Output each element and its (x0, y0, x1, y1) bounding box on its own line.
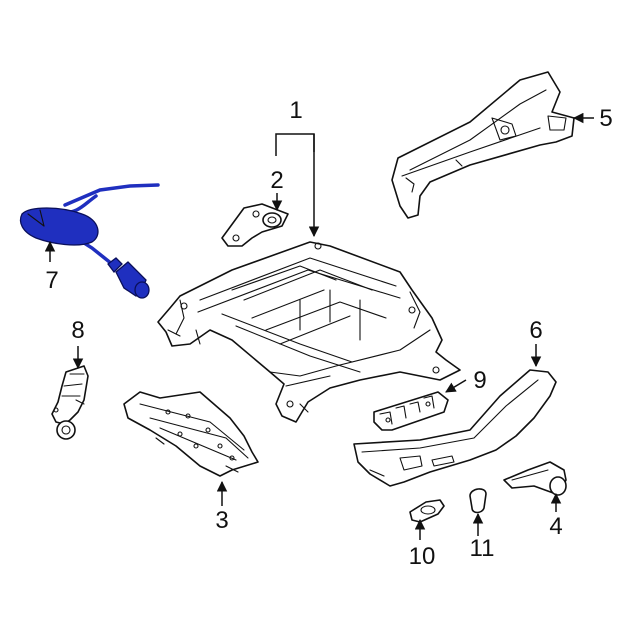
part-7-sensor-highlight[interactable] (19, 183, 160, 299)
callout-5[interactable]: 5 (599, 105, 612, 132)
part-2-bracket[interactable] (221, 203, 289, 247)
part-10-bezel[interactable] (409, 499, 445, 523)
callout-2[interactable]: 2 (270, 167, 283, 194)
part-11-knob[interactable] (469, 488, 487, 514)
part-4-handle[interactable] (503, 461, 567, 496)
callout-1[interactable]: 1 (289, 97, 302, 124)
callout-9[interactable]: 9 (473, 367, 486, 394)
leader-9 (445, 379, 467, 393)
leader-1-bracket (275, 133, 315, 152)
part-9-switch-module[interactable] (373, 391, 449, 431)
part-8-motor[interactable] (51, 365, 89, 440)
part-1-seat-frame[interactable] (157, 241, 461, 423)
callout-4[interactable]: 4 (549, 513, 562, 540)
callout-10[interactable]: 10 (409, 543, 436, 570)
callout-3[interactable]: 3 (215, 507, 228, 534)
part-3-shield[interactable] (123, 391, 259, 477)
callout-labels: 1 2 3 4 5 6 7 8 9 10 11 (45, 97, 612, 570)
callout-6[interactable]: 6 (529, 317, 542, 344)
part-6-side-shield[interactable] (353, 369, 557, 487)
part-5-side-trim[interactable] (391, 71, 575, 219)
leader-lines (44, 112, 594, 540)
callout-11[interactable]: 11 (470, 535, 495, 562)
callout-7[interactable]: 7 (45, 267, 58, 294)
callout-8[interactable]: 8 (71, 317, 84, 344)
